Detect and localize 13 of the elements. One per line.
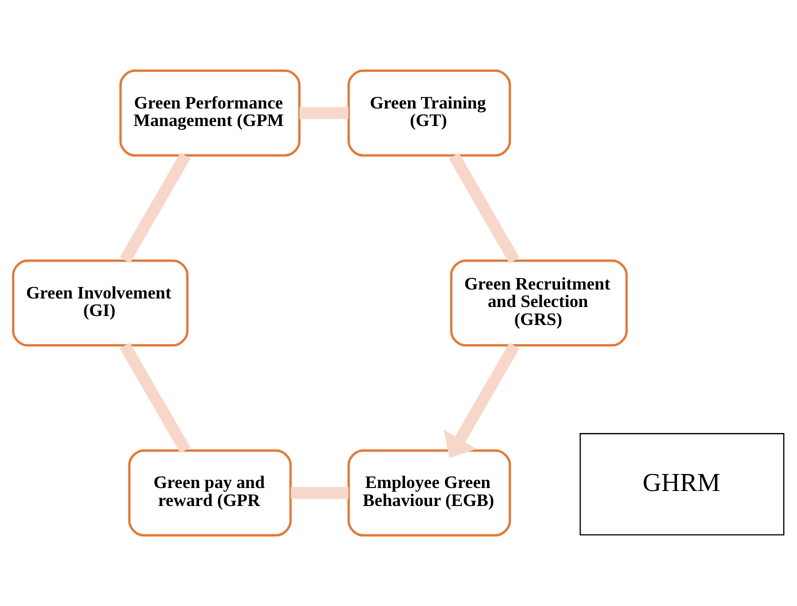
node-box: Green Performance Management (GPM — [119, 70, 301, 157]
node-box: Green Involvement (GI) — [12, 259, 189, 347]
node-box: Green Training (GT) — [348, 70, 512, 157]
connector — [299, 107, 348, 119]
connector — [448, 152, 520, 264]
node-box: Employee Green Behaviour (EGB) — [348, 449, 512, 536]
node-box: GHRM — [580, 433, 784, 536]
connector — [120, 152, 191, 264]
connector — [290, 487, 349, 499]
connector — [120, 342, 190, 454]
arrow — [444, 342, 520, 458]
node-box: Green pay and reward (GPR — [128, 449, 292, 536]
node-box: Green Recruitment and Selection (GRS) — [450, 259, 628, 347]
